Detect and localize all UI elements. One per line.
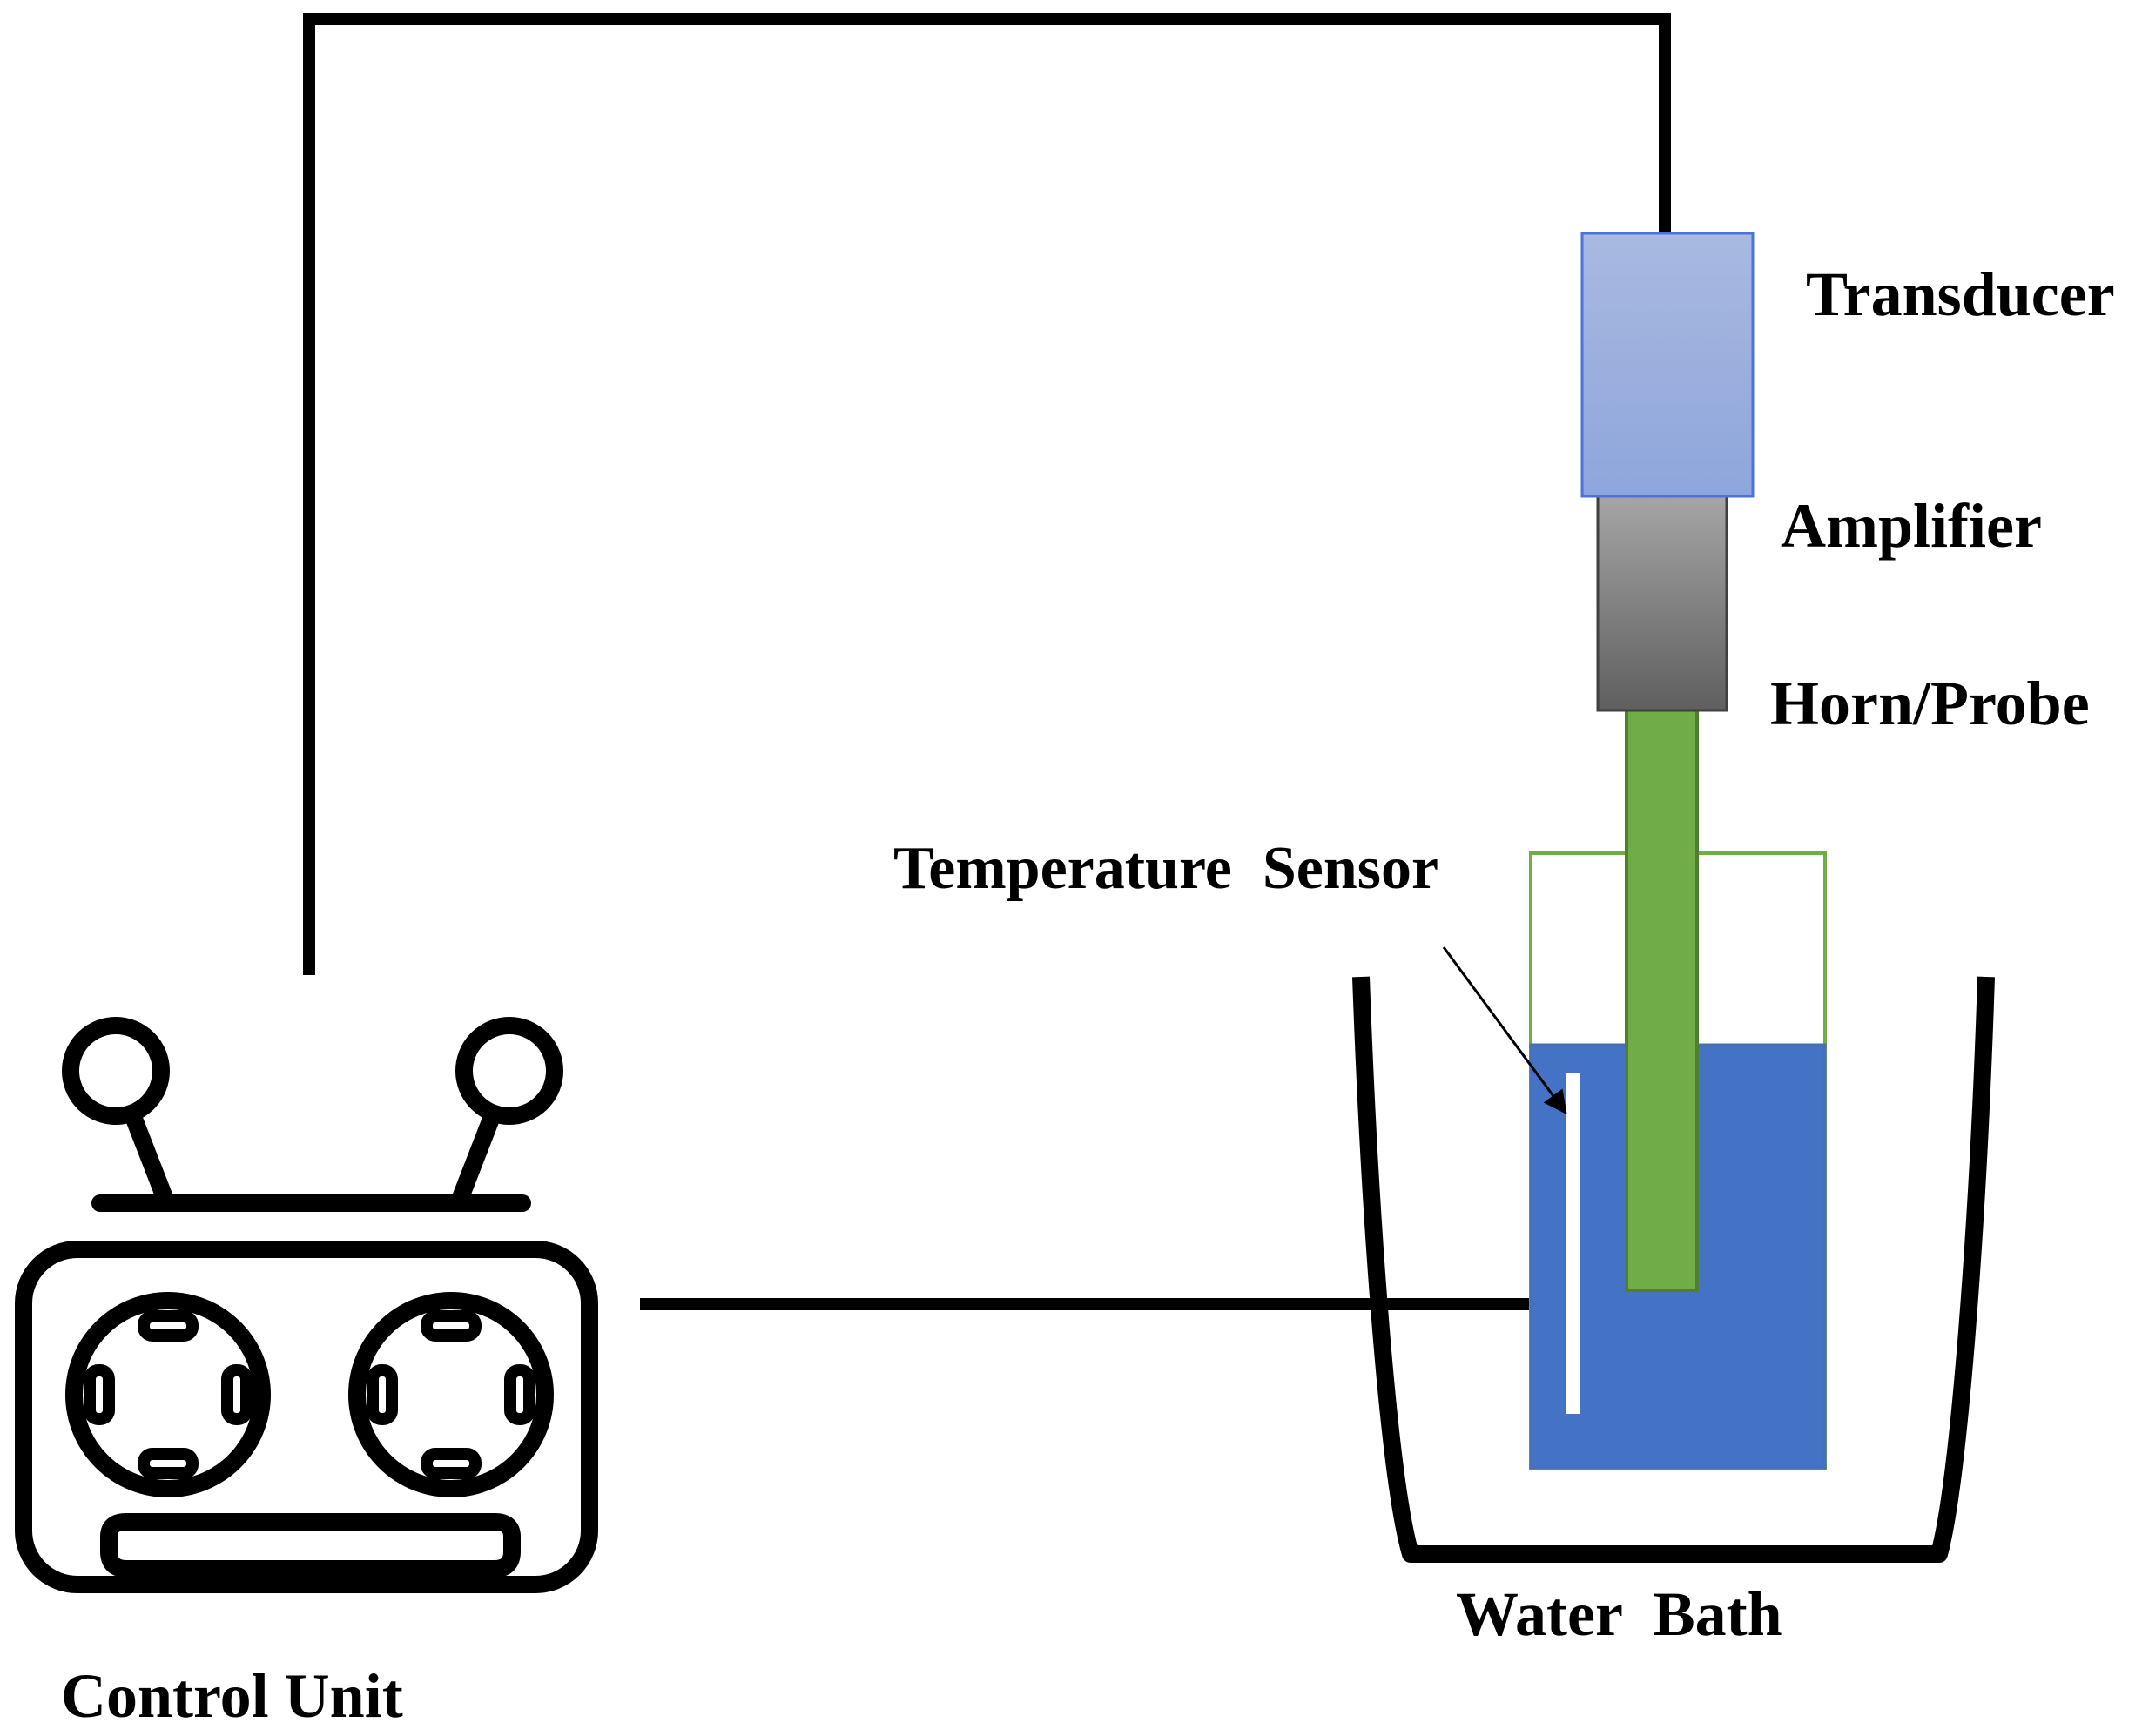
water-bath <box>1352 976 1995 1563</box>
transducer <box>1580 232 1755 498</box>
control-unit-knob-detail <box>84 1310 536 1479</box>
horn-probe <box>1625 708 1699 1292</box>
temperature-sensor <box>1566 1073 1580 1414</box>
control-unit-icon <box>15 1017 598 1593</box>
amplifier <box>1596 493 1728 712</box>
transducer-label: Transducer <box>1806 259 2115 329</box>
control-unit-label: Control Unit <box>61 1661 403 1731</box>
amplifier-label: Amplifier <box>1781 491 2042 561</box>
temperature-sensor-label: Temperature Sensor <box>893 835 1438 902</box>
power-cable <box>303 13 1671 975</box>
water-bath-label: Water Bath <box>1456 1579 1782 1649</box>
arrow-pointer-icon <box>1442 946 1567 1115</box>
horn-probe-label: Horn/Probe <box>1770 669 2090 738</box>
